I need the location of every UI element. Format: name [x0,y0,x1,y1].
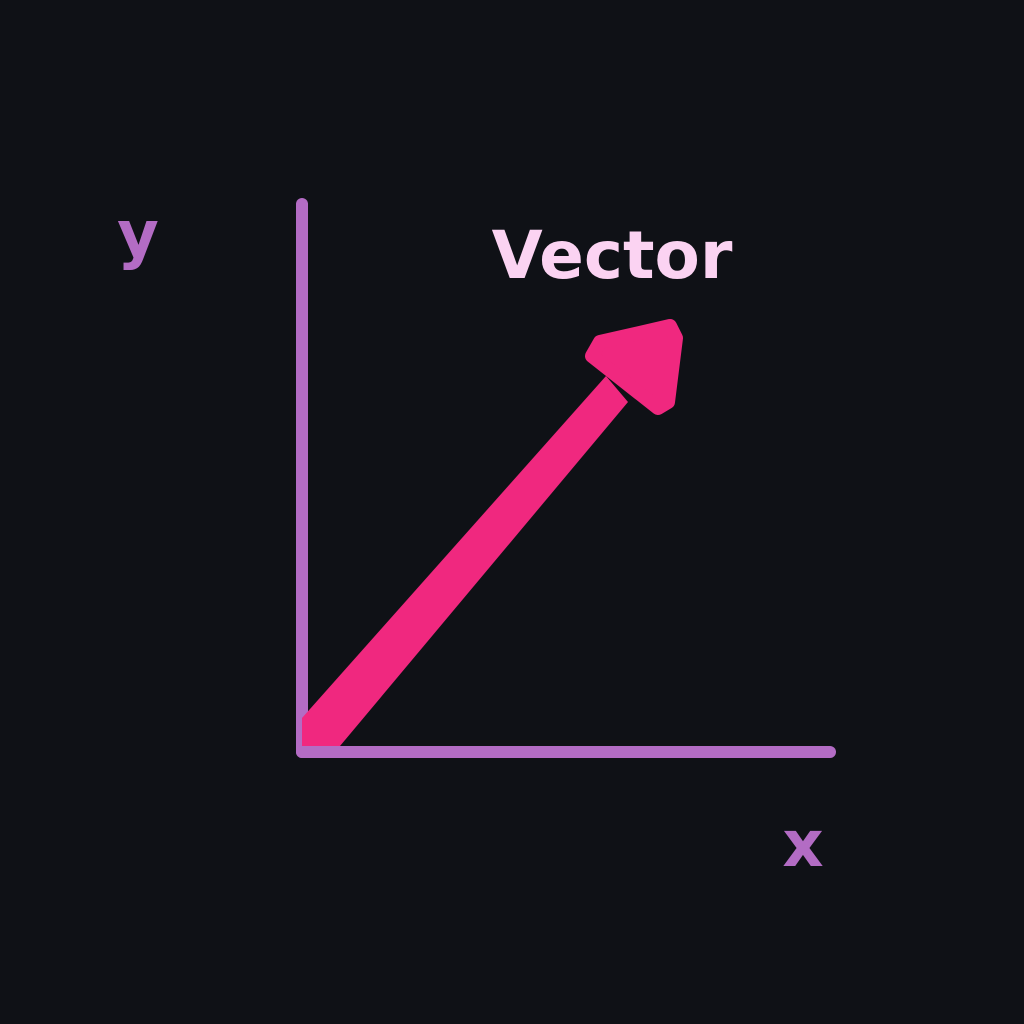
x-axis-label: x [782,808,823,882]
diagram-title: Vector [492,217,733,294]
arrow-head-icon [585,319,683,415]
vector-shaft [302,376,628,746]
y-axis-label: y [117,198,159,272]
